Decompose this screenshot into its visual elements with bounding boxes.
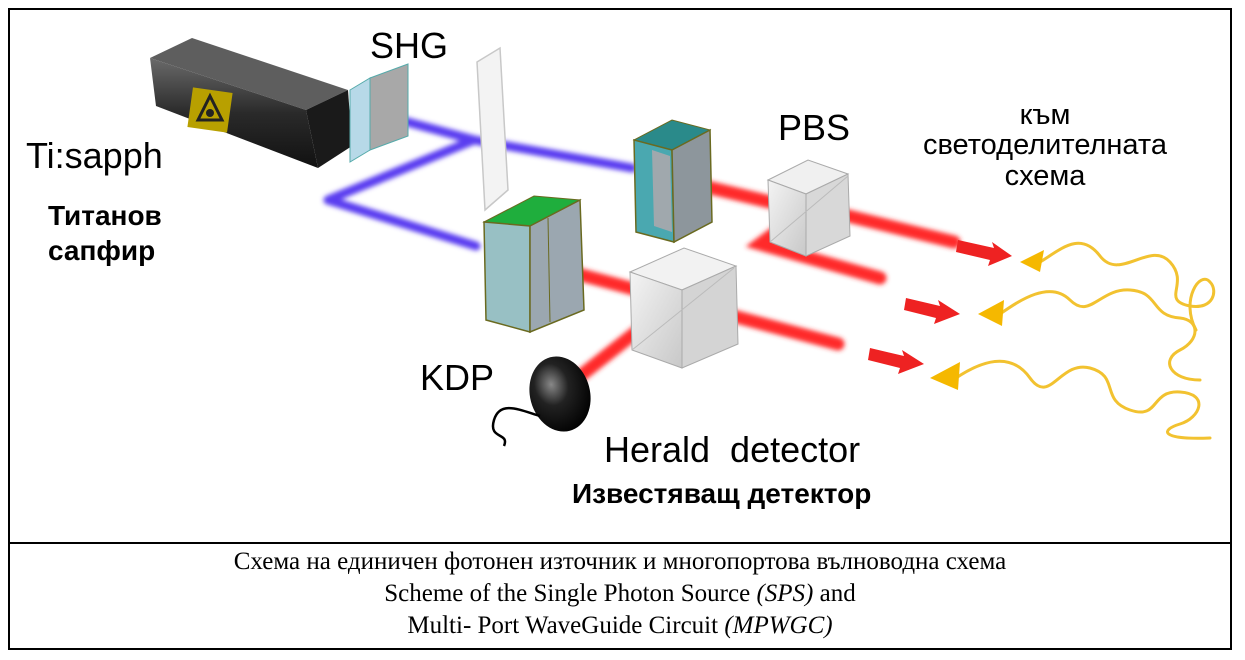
pbs-cube xyxy=(766,159,851,257)
optical-setup-diagram xyxy=(150,38,1216,447)
herald-label-bg: Известяващ детектор xyxy=(572,478,872,509)
fiber-couplers xyxy=(930,250,1044,390)
kdp-label: KDP xyxy=(420,357,495,398)
shg-label: SHG xyxy=(370,25,449,66)
ti-sapphire-laser xyxy=(150,38,352,168)
kdp-crystal xyxy=(482,195,585,334)
caption-divider xyxy=(8,542,1232,544)
output-arrows xyxy=(868,240,1012,374)
pbs-label: PBS xyxy=(778,107,851,148)
pump-beam xyxy=(323,115,637,251)
laser-warning-icon xyxy=(187,87,233,133)
caption-line-2: Scheme of the Single Photon Source (SPS)… xyxy=(384,580,856,607)
shg-crystal xyxy=(349,63,409,163)
herald-cube xyxy=(628,247,739,369)
dichroic-mirror xyxy=(476,46,509,212)
splitter-label: към светоделителната схема xyxy=(922,99,1168,192)
optical-fibers xyxy=(954,241,1216,440)
caption-line-1: Схема на единичен фотонен източник и мно… xyxy=(233,548,1007,575)
arrow-2 xyxy=(904,298,960,324)
herald-detector xyxy=(491,356,591,447)
laser-label: Ti:sapph xyxy=(26,135,163,176)
arrow-3 xyxy=(868,348,924,374)
arrow-1 xyxy=(956,240,1012,266)
herald-label: Herald detector xyxy=(604,429,861,470)
upper-crystal xyxy=(632,119,713,244)
laser-label-bg: Титанов сапфир xyxy=(48,200,162,266)
caption-line-3: Multi- Port WaveGuide Circuit (MPWGC) xyxy=(407,612,833,639)
figure-caption: Схема на единичен фотонен източник и мно… xyxy=(10,546,1230,642)
